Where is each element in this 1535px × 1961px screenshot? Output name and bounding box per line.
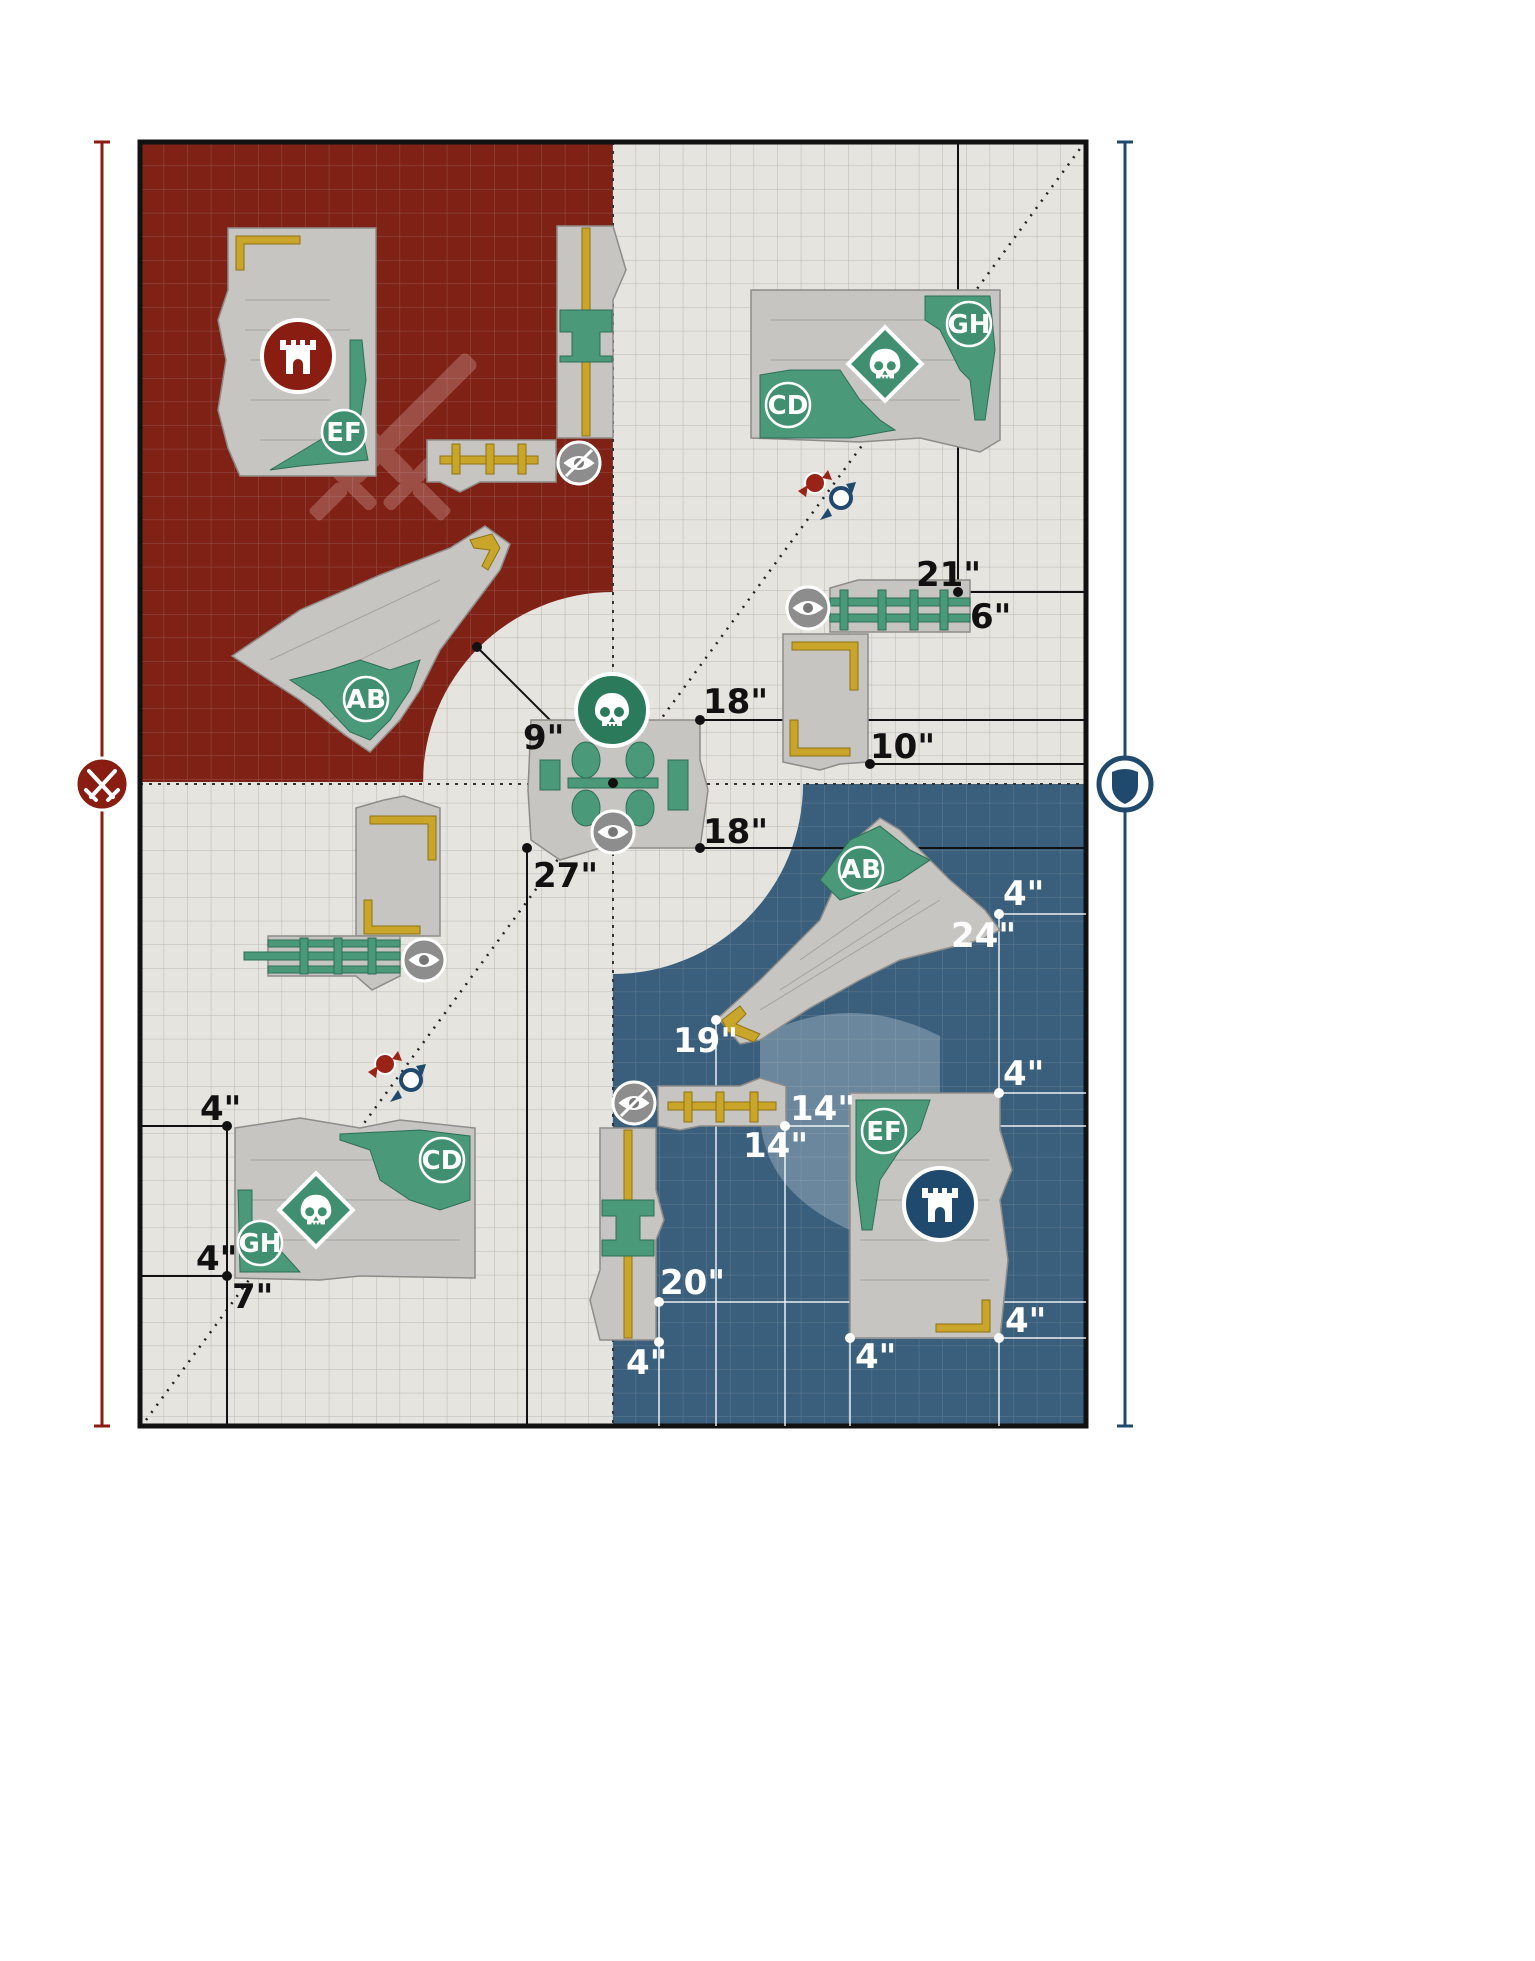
svg-text:EF: EF — [866, 1117, 902, 1147]
measure-4-right-top: 4" — [1003, 874, 1044, 914]
measure-9: 9" — [523, 718, 564, 758]
eye-slash-icon — [556, 440, 602, 486]
attacker-defender-arrows-icon — [368, 1051, 426, 1102]
eye-slash-icon — [611, 1080, 657, 1126]
terrain-wall-bottom — [657, 1077, 787, 1131]
terrain-label-ef-bottom: EF — [860, 1107, 908, 1155]
terrain-label-gh-bottom: GH — [236, 1219, 284, 1267]
svg-text:AB: AB — [841, 855, 881, 885]
measure-19: 19" — [673, 1021, 738, 1061]
center-objective-skull-icon — [574, 672, 650, 748]
terrain-ruin-left-middle — [355, 795, 441, 937]
board-frame — [137, 139, 1089, 1429]
measure-4-bottom-ef: 4" — [855, 1337, 896, 1377]
eye-icon — [785, 585, 831, 631]
terrain-label-gh-top: GH — [945, 300, 993, 348]
svg-text:GH: GH — [947, 310, 990, 340]
measure-4-right-mid: 4" — [1003, 1054, 1044, 1094]
eye-icon — [401, 937, 447, 983]
shield-icon — [1096, 755, 1154, 813]
terrain-label-ab-bottom: AB — [837, 845, 885, 893]
measure-14-a: 14" — [790, 1089, 855, 1129]
measurement-points — [222, 587, 1004, 1347]
measure-18-lower: 18" — [703, 812, 768, 852]
terrain-wall-right-upper — [829, 579, 971, 633]
measure-7: 7" — [232, 1277, 273, 1317]
eye-icon — [590, 809, 636, 855]
measure-4-right-bottom: 4" — [1005, 1301, 1046, 1341]
measure-27: 27" — [533, 856, 598, 896]
svg-text:CD: CD — [422, 1146, 463, 1176]
measure-21: 21" — [916, 555, 981, 595]
defender-home-objective-castle-icon — [902, 1166, 978, 1242]
terrain-ruin-right-middle — [782, 633, 869, 771]
attacker-defender-arrows-icon — [798, 470, 856, 520]
terrain-ruin-column-top — [556, 225, 627, 439]
terrain-label-cd-bottom: CD — [418, 1136, 466, 1184]
measure-18-upper: 18" — [703, 682, 768, 722]
measure-24: 24" — [951, 916, 1016, 956]
terrain-label-ef-top: EF — [320, 408, 368, 456]
svg-text:CD: CD — [768, 391, 809, 421]
terrain-label-ab-top: AB — [342, 675, 390, 723]
terrain-wall-left-lower — [243, 935, 401, 991]
svg-text:EF: EF — [326, 418, 362, 448]
svg-text:GH: GH — [238, 1229, 281, 1259]
attacker-home-objective-castle-icon — [260, 318, 336, 394]
measure-6: 6" — [970, 597, 1011, 637]
terrain-label-cd-top: CD — [764, 381, 812, 429]
measure-10: 10" — [870, 727, 935, 767]
lower-left-objective-skull-icon — [276, 1170, 356, 1250]
terrain-wall-top — [426, 439, 557, 493]
upper-right-objective-skull-icon — [845, 324, 925, 404]
measure-4-left-top: 4" — [200, 1089, 241, 1129]
measure-4-left-bottom: 4" — [196, 1239, 237, 1279]
measure-4-bottom-column: 4" — [626, 1343, 667, 1383]
terrain-column-bottom — [589, 1127, 665, 1341]
measure-14-b: 14" — [743, 1126, 808, 1166]
crossed-swords-icon — [74, 756, 130, 812]
svg-text:AB: AB — [346, 685, 386, 715]
measurement-labels: 21" 6" 18" 10" 9" 18" 27" 4" 24" 19" 4" … — [196, 555, 1046, 1383]
measure-20: 20" — [660, 1263, 725, 1303]
